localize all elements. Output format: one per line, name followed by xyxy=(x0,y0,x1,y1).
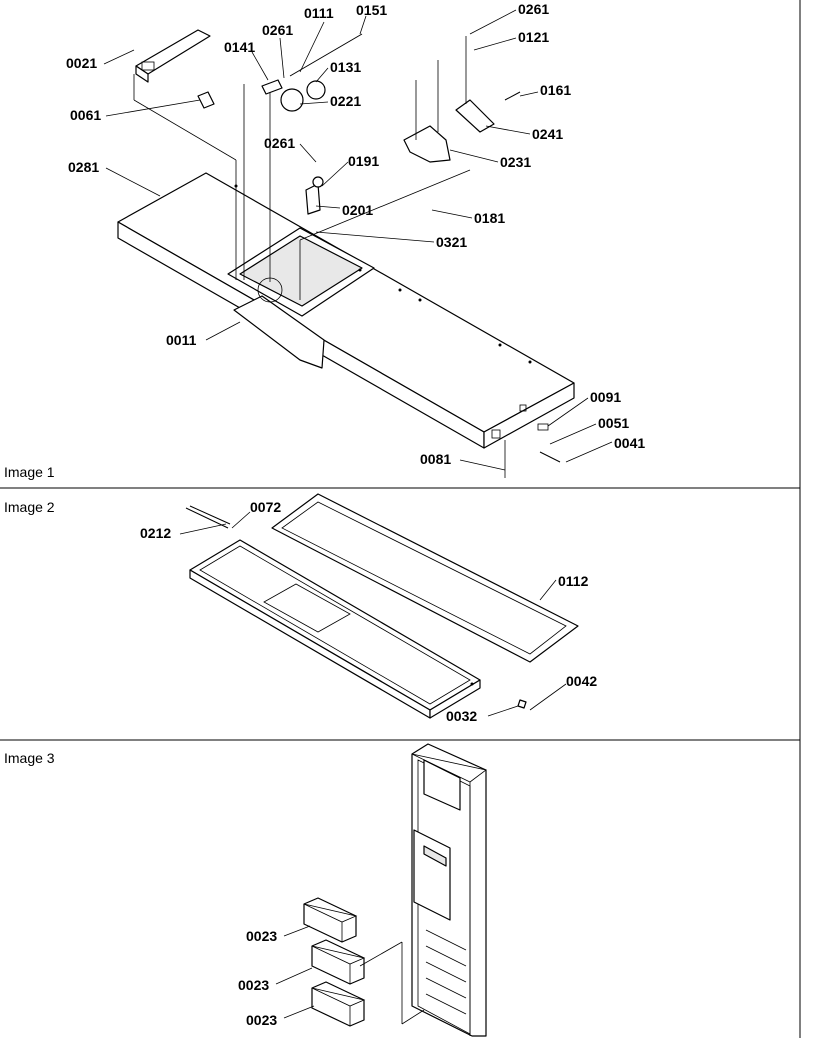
leaders-image-1 xyxy=(103,9,613,478)
part-0131 xyxy=(306,80,326,100)
callout-0041: 0041 xyxy=(614,435,645,451)
callout-0261-b: 0261 xyxy=(518,1,549,17)
callout-0081: 0081 xyxy=(420,451,451,467)
leaders-image-2 xyxy=(179,511,567,717)
door-bin-2 xyxy=(311,939,366,985)
panel-title-image-2: Image 2 xyxy=(4,499,55,515)
door-bin-1 xyxy=(303,897,358,943)
callout-0023-b: 0023 xyxy=(238,977,269,993)
dispenser-door xyxy=(411,743,487,1037)
part-0161 xyxy=(504,91,521,101)
callout-0121: 0121 xyxy=(518,29,549,45)
callout-0023-c: 0023 xyxy=(246,1012,277,1028)
callout-0111: 0111 xyxy=(304,5,334,21)
callout-0011: 0011 xyxy=(166,332,197,348)
panel-image-3: Image 3 xyxy=(4,743,487,1037)
part-0191 xyxy=(312,176,324,188)
part-0061 xyxy=(197,91,215,109)
callout-0241: 0241 xyxy=(532,126,563,142)
callout-0051: 0051 xyxy=(598,415,629,431)
callout-0021: 0021 xyxy=(66,55,97,71)
motor-0221 xyxy=(280,88,304,112)
callout-0151: 0151 xyxy=(356,2,387,18)
panel-image-2: Image 2 0212 0072 0112 0042 0032 xyxy=(4,493,597,724)
callout-0181: 0181 xyxy=(474,210,505,226)
leaders-image-3 xyxy=(275,925,425,1025)
callout-0221: 0221 xyxy=(330,93,361,109)
callout-0141: 0141 xyxy=(224,39,255,55)
part-0091 xyxy=(537,423,549,431)
part-0042 xyxy=(517,699,527,709)
part-0201 xyxy=(305,183,321,215)
panel-title-image-3: Image 3 xyxy=(4,750,55,766)
door-gasket-0112 xyxy=(271,493,579,663)
auger-motor-0231 xyxy=(403,125,451,163)
dispenser-recess xyxy=(413,829,451,921)
callout-0191: 0191 xyxy=(348,153,379,169)
callout-0072: 0072 xyxy=(250,499,281,515)
callout-0023-a: 0023 xyxy=(246,928,277,944)
panel-image-1: Image 1 xyxy=(4,1,645,480)
panel-title-image-1: Image 1 xyxy=(4,464,55,480)
callout-0061: 0061 xyxy=(70,107,101,123)
shaft-0111 xyxy=(289,33,363,77)
callout-0112: 0112 xyxy=(558,573,589,589)
callout-0212: 0212 xyxy=(140,525,171,541)
door-liner-tray xyxy=(189,539,481,719)
callout-0091: 0091 xyxy=(590,389,621,405)
bracket-0241 xyxy=(455,99,495,133)
door-bin-3 xyxy=(311,981,366,1027)
callout-0321: 0321 xyxy=(436,234,467,250)
callout-0042: 0042 xyxy=(566,673,597,689)
callout-0281: 0281 xyxy=(68,159,99,175)
part-0141 xyxy=(261,79,283,95)
callout-0261-a: 0261 xyxy=(262,22,293,38)
callout-0131: 0131 xyxy=(330,59,361,75)
wire-0212 xyxy=(185,507,229,529)
lid-assembly xyxy=(117,172,575,449)
callout-0231: 0231 xyxy=(500,154,531,170)
control-housing-0021 xyxy=(135,29,211,83)
callout-0032: 0032 xyxy=(446,708,477,724)
callout-0261-c: 0261 xyxy=(264,135,295,151)
callout-0201: 0201 xyxy=(342,202,373,218)
callout-0161: 0161 xyxy=(540,82,571,98)
part-0041 xyxy=(539,451,561,463)
